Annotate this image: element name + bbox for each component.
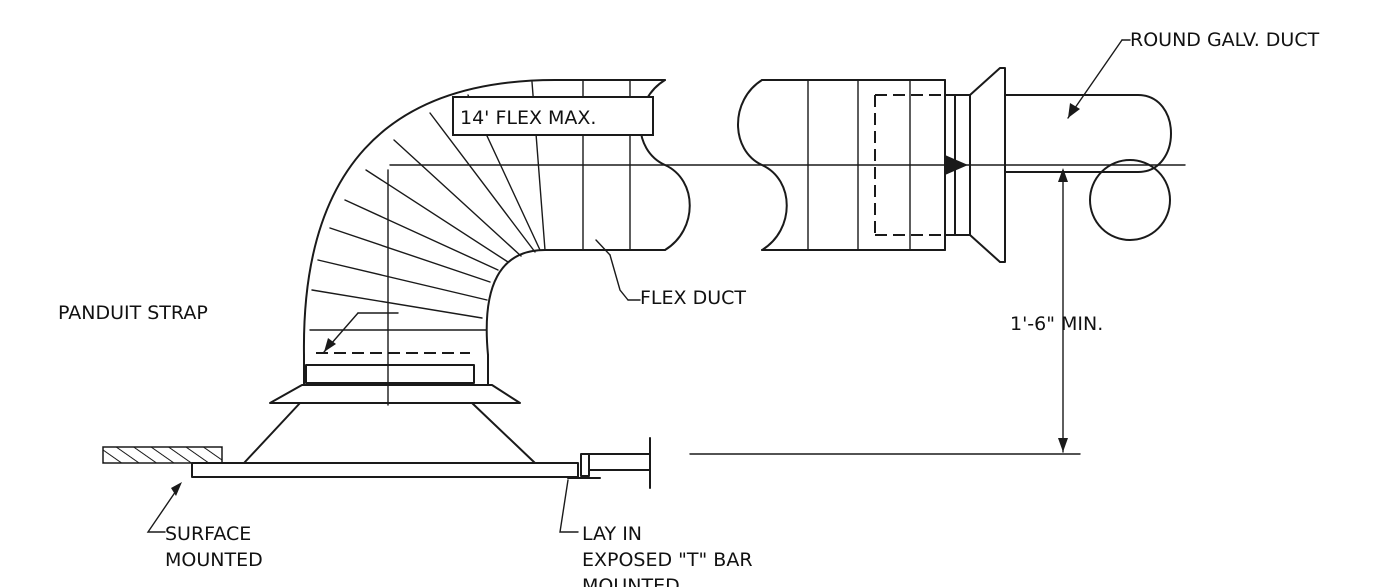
t-bar-ceiling: [567, 437, 651, 489]
flex-max-box: [452, 96, 654, 136]
flex-max-label: 14' FLEX MAX.: [460, 107, 596, 129]
round-galv-duct: [1004, 94, 1172, 241]
round-galv-duct-label: ROUND GALV. DUCT: [1130, 29, 1320, 51]
lay-in-label-line1: LAY IN: [582, 523, 642, 545]
panduit-strap-label: PANDUIT STRAP: [58, 302, 208, 324]
min-dimension: [689, 168, 1081, 455]
surface-ceiling-hatch: [102, 446, 223, 464]
lay-in-label-line2: EXPOSED "T" BAR: [582, 549, 753, 571]
min-dimension-label: 1'-6" MIN.: [1010, 313, 1103, 335]
flex-duct-label: FLEX DUCT: [640, 287, 746, 309]
panduit-strap-band: [305, 352, 475, 384]
lay-in-label-line3: MOUNTED: [582, 575, 680, 587]
flex-duct-elbow: [302, 79, 666, 406]
surface-mounted-label-line2: MOUNTED: [165, 549, 263, 571]
ceiling-diffuser: [191, 384, 579, 478]
surface-mounted-label-line1: SURFACE: [165, 523, 251, 545]
leader-lines: [146, 39, 1131, 533]
